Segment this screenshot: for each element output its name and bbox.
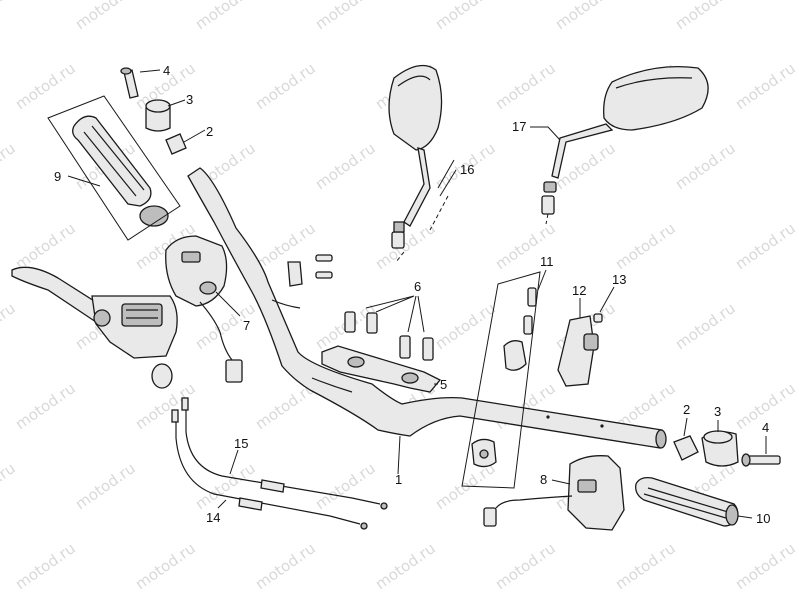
callout-16: 16 [460,162,474,177]
callout-4-left: 4 [163,63,170,78]
callout-9: 9 [54,169,61,184]
callout-5: 5 [440,377,447,392]
callout-12: 12 [572,283,586,298]
left-mirror [388,64,455,263]
watermark-text: motod.ru [612,539,679,593]
callout-8: 8 [540,472,547,487]
clutch-switch [557,313,603,387]
watermark-text: motod.ru [252,59,319,113]
throttle-housing-group [461,271,541,489]
clamp-bolts [344,295,434,361]
handlebar-clamp [321,345,442,393]
watermark-text: motod.ru [672,139,739,193]
watermark-text: motod.ru [72,0,139,33]
watermark-text: motod.ru [132,539,199,593]
watermark-text: motod.ru [432,299,499,353]
watermark-text: motod.ru [252,539,319,593]
watermark-text: motod.ru [672,299,739,353]
callout-2-right: 2 [683,402,690,417]
leader-lines [67,69,767,519]
watermark-text: motod.ru [72,459,139,513]
watermark-text: motod.ru [0,0,19,33]
watermark-text: motod.ru [0,299,19,353]
watermark-text: motod.ru [552,0,619,33]
throttle-cables [171,397,388,530]
callout-14: 14 [206,510,220,525]
callout-3-left: 3 [186,92,193,107]
watermark-text: motod.ru [492,59,559,113]
watermark-text: motod.ru [12,59,79,113]
right-mirror [541,65,709,225]
left-switch-housing [165,235,243,383]
clamp-studs [287,254,333,287]
watermark-text: motod.ru [432,0,499,33]
right-switch-housing [483,455,625,531]
watermark-text: motod.ru [312,459,379,513]
brake-lever-assembly [11,266,178,389]
watermark-text: motod.ru [732,219,799,273]
watermark-text: motod.ru [0,139,19,193]
callout-15: 15 [234,436,248,451]
callout-2-left: 2 [206,124,213,139]
callout-1: 1 [395,472,402,487]
watermark-text: motod.ru [0,459,19,513]
watermark-text: motod.ru [12,219,79,273]
watermark-text: motod.ru [372,219,439,273]
watermark-text: motod.ru [672,0,739,33]
left-grip [47,95,181,241]
callout-6: 6 [414,279,421,294]
watermark-text: motod.ru [372,539,439,593]
watermark-text: motod.ru [492,539,559,593]
watermark-text: motod.ru [732,539,799,593]
handlebar [187,167,667,449]
left-end-weight-parts [120,67,187,155]
watermark-text: motod.ru [612,219,679,273]
watermark-text: motod.ru [312,139,379,193]
right-grip [635,476,739,527]
watermark-text: motod.ru [732,59,799,113]
watermark-text: motod.ru [192,0,259,33]
callout-17: 17 [512,119,526,134]
callout-3-right: 3 [714,404,721,419]
watermark-text: motod.ru [252,219,319,273]
right-end-weight-parts [673,430,781,467]
callout-13: 13 [612,272,626,287]
watermark-text: motod.ru [312,0,379,33]
watermark-text: motod.ru [12,539,79,593]
watermark-text: motod.ru [12,379,79,433]
callout-4-right: 4 [762,420,769,435]
callout-11: 11 [540,254,554,269]
callout-labels: 1 2 2 3 3 4 4 5 6 7 8 9 10 11 12 13 14 1… [54,63,770,526]
callout-7: 7 [243,318,250,333]
callout-10: 10 [756,511,770,526]
